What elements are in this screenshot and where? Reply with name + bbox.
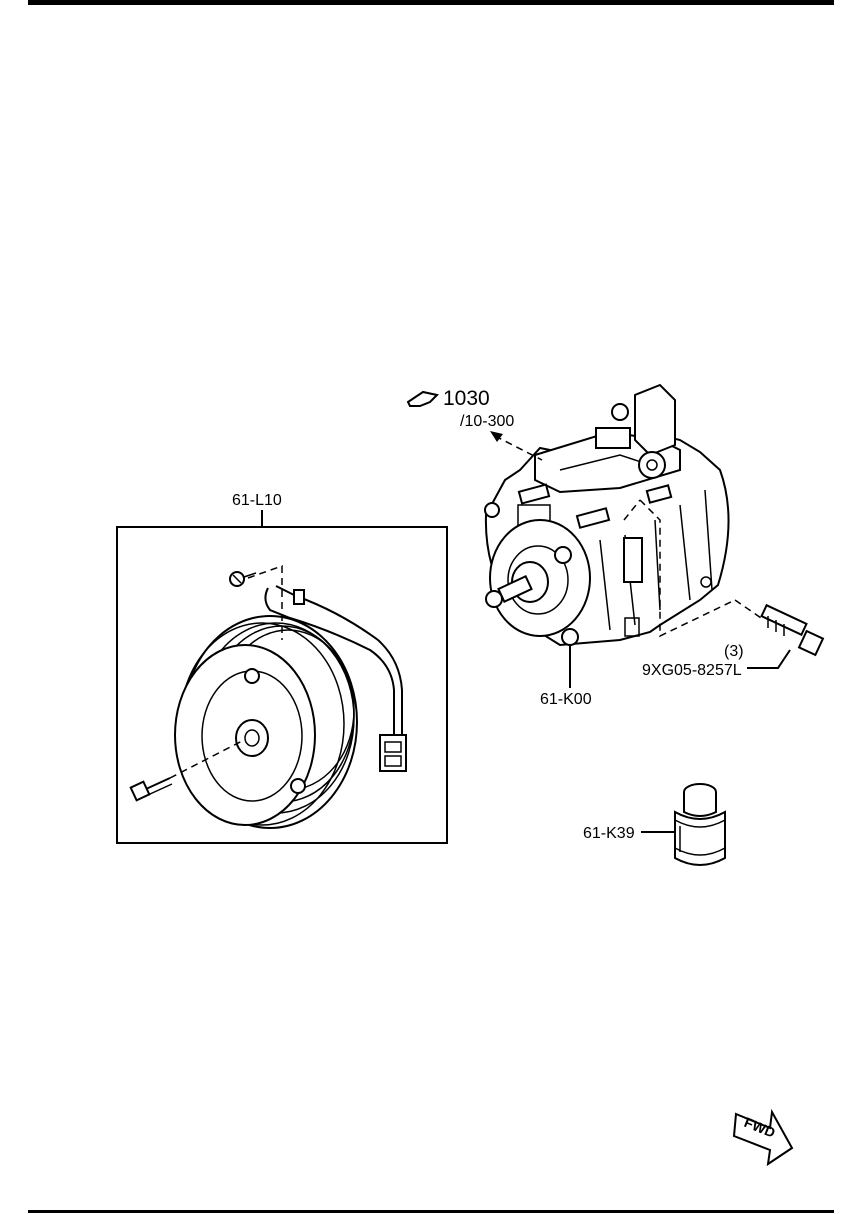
fwd-arrow-icon: FWD [732,1108,794,1167]
bolt-qty: (3) [724,643,744,660]
ref-sub[interactable]: /10-300 [460,413,514,430]
ref-arrowhead [490,431,503,442]
wire-connector[interactable] [379,734,407,772]
ref-page[interactable]: 1030 [443,387,490,410]
leader-line [747,649,791,669]
reference-callout: 1030 /10-300 [406,387,543,461]
clutch-center-bolt[interactable] [129,739,245,802]
relief-valve[interactable] [674,783,726,866]
lead-clamp-screw[interactable] [229,564,283,640]
callout-relief-valve[interactable]: 61-K39 [583,825,635,842]
clutch-frame [116,526,448,844]
top-rule [28,0,834,5]
callout-bolt-part[interactable]: 9XG05-8257L [642,662,742,679]
compressor-mounting-bolt[interactable] [734,599,825,657]
coil-lead-wire[interactable] [264,585,403,738]
clutch-assembly-group: 61-L10 [116,492,448,844]
compressor-body[interactable] [484,383,736,647]
callout-clutch-assembly[interactable]: 61-L10 [232,492,282,509]
clutch-pulley[interactable] [174,615,358,829]
callout-compressor[interactable]: 61-K00 [540,691,592,708]
hand-pointer-icon [406,390,440,407]
bottom-rule [28,1210,834,1213]
ref-leader [494,435,543,461]
